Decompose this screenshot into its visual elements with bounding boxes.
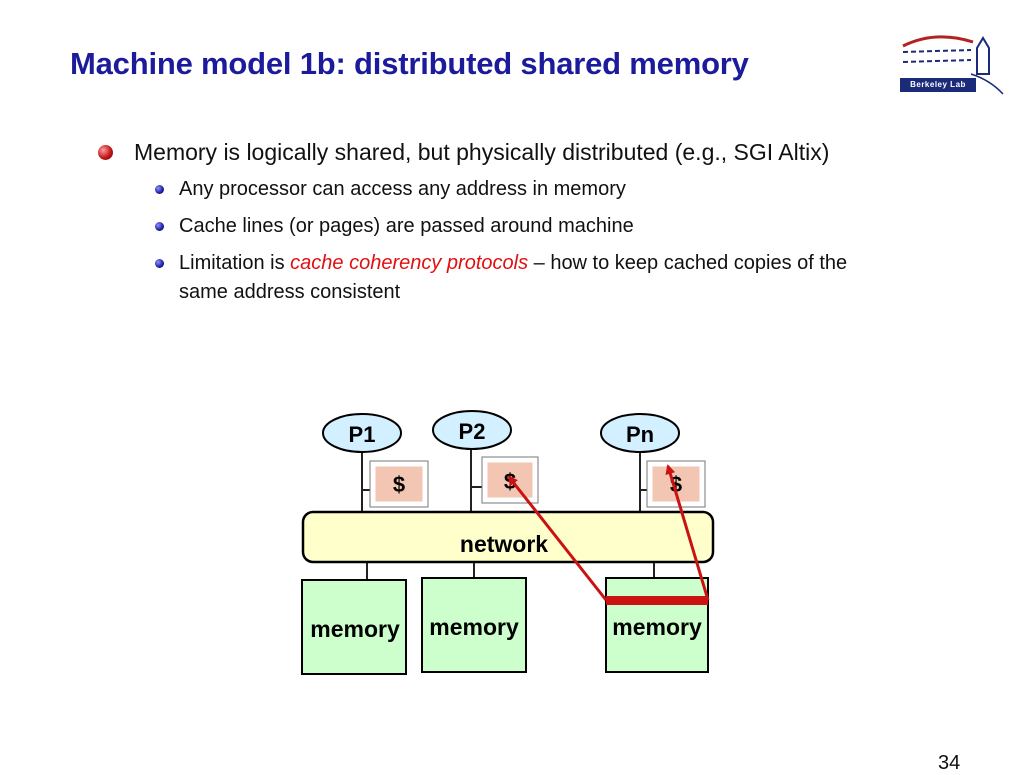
network-bar: network xyxy=(301,510,715,564)
cached-line-highlight xyxy=(606,596,708,605)
sub-bullet-1: Any processor can access any address in … xyxy=(98,175,898,204)
sub-bullet-list: Any processor can access any address in … xyxy=(98,175,898,307)
sub-bullet-3-prefix: Limitation is xyxy=(179,252,291,274)
memory-label-n: memory xyxy=(612,614,702,640)
processor-pn: Pn xyxy=(600,413,680,453)
memory-label-2: memory xyxy=(429,614,519,640)
processor-p1: P1 xyxy=(322,413,402,453)
processor-label-p2: P2 xyxy=(459,419,486,444)
memory-1: memory xyxy=(301,579,407,675)
bullet-main-text: Memory is logically shared, but physical… xyxy=(134,139,830,165)
coherency-arrow-to-cache-2 xyxy=(507,475,608,601)
blue-bullet-icon xyxy=(155,259,164,268)
cache-2: $ xyxy=(481,456,539,504)
cache-n: $ xyxy=(646,460,706,508)
berkeley-lab-logo-icon xyxy=(902,35,1004,95)
network-label: network xyxy=(460,531,548,557)
memory-n: memory xyxy=(605,577,709,673)
cache-1: $ xyxy=(369,460,429,508)
slide-title: Machine model 1b: distributed shared mem… xyxy=(70,46,749,81)
sub-bullet-2-text: Cache lines (or pages) are passed around… xyxy=(179,215,634,237)
coherency-arrow-to-cache-n xyxy=(665,464,710,601)
bullet-main: Memory is logically shared, but physical… xyxy=(98,136,898,169)
sub-bullet-3-suffix: – how to keep cached copies of the same … xyxy=(179,252,848,303)
bullet-list: Memory is logically shared, but physical… xyxy=(98,136,898,315)
blue-bullet-icon xyxy=(155,222,164,231)
cache-coherency-emphasis: cache coherency protocols xyxy=(290,252,529,274)
page-number: 34 xyxy=(938,752,961,774)
sub-bullet-3: Limitation is cache coherency protocols … xyxy=(98,249,898,307)
processor-p2: P2 xyxy=(432,410,512,450)
processor-label-p1: P1 xyxy=(349,422,376,447)
connector-lines xyxy=(361,450,655,580)
blue-bullet-icon xyxy=(155,185,164,194)
red-bullet-icon xyxy=(98,145,113,160)
memory-label-1: memory xyxy=(310,616,400,642)
sub-bullet-1-text: Any processor can access any address in … xyxy=(179,178,626,200)
processor-label-pn: Pn xyxy=(626,422,654,447)
logo-text: Berkeley Lab xyxy=(900,78,976,92)
memory-2: memory xyxy=(421,577,527,673)
sub-bullet-2: Cache lines (or pages) are passed around… xyxy=(98,212,898,241)
cache-label-1: $ xyxy=(393,472,405,497)
